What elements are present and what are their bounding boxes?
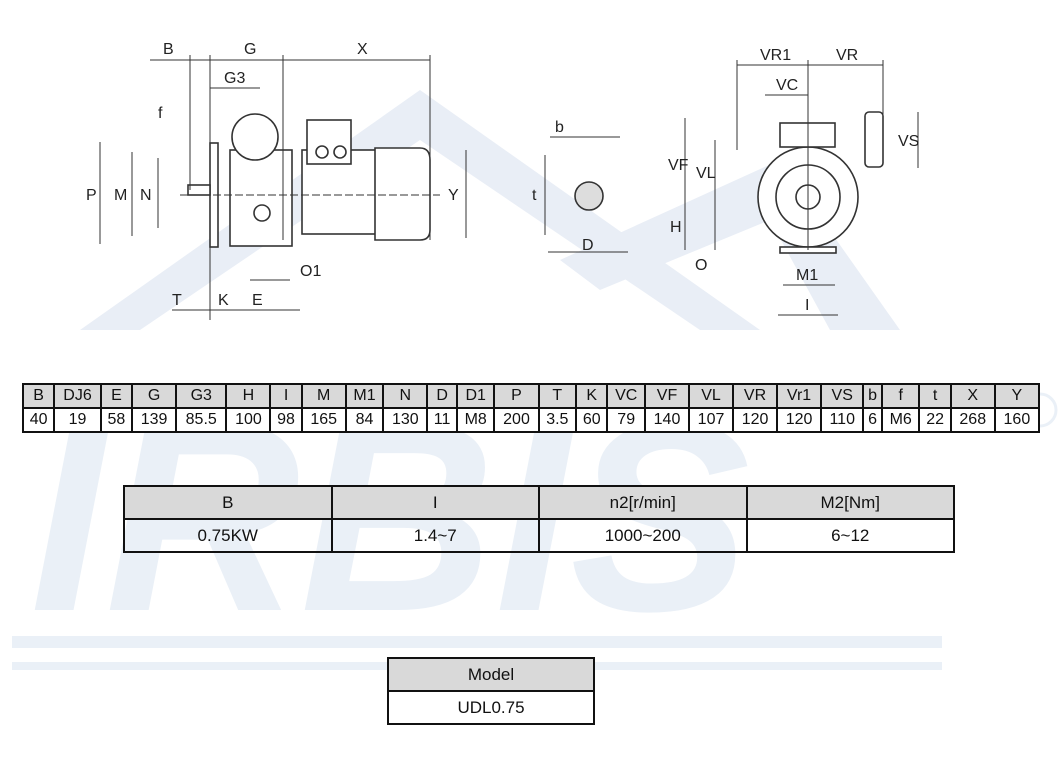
label-O1: O1 — [300, 263, 321, 280]
dimension-header-cell: E — [99, 383, 134, 409]
dimension-header-cell: T — [537, 383, 578, 409]
dimension-value-cell: 160 — [993, 407, 1041, 433]
dimension-header-cell: H — [225, 383, 272, 409]
dimension-header-cell: D — [426, 383, 458, 409]
label-VL: VL — [696, 165, 716, 182]
label-B: B — [163, 41, 174, 58]
dimension-value-cell: 120 — [776, 407, 823, 433]
label-VC: VC — [776, 77, 798, 94]
dimension-value-cell: 84 — [344, 407, 385, 433]
dimension-value-cell: 60 — [575, 407, 609, 433]
performance-value-cell: 6~12 — [745, 518, 955, 553]
dimension-value-cell: 3.5 — [537, 407, 578, 433]
dimension-value-cell: 11 — [426, 407, 458, 433]
label-O: O — [695, 257, 707, 274]
dimension-header-cell: N — [382, 383, 429, 409]
label-T: T — [172, 292, 182, 309]
performance-header-cell: B — [123, 485, 333, 520]
dimension-value-cell: 200 — [493, 407, 540, 433]
dimension-header-cell: VF — [643, 383, 691, 409]
dimension-value-cell: 58 — [99, 407, 134, 433]
dimension-value-cell: 100 — [225, 407, 272, 433]
label-G: G — [244, 41, 256, 58]
dimension-value-cell: 6 — [862, 407, 883, 433]
label-X: X — [357, 41, 368, 58]
dimension-header-cell: X — [949, 383, 996, 409]
dimension-value-cell: 130 — [382, 407, 429, 433]
dimension-value-cell: 85.5 — [175, 407, 228, 433]
label-VR: VR — [836, 47, 858, 64]
dimension-header-cell: b — [862, 383, 883, 409]
model-value: UDL0.75 — [387, 690, 595, 725]
dimension-value-cell: 165 — [300, 407, 347, 433]
performance-value-cell: 0.75KW — [123, 518, 333, 553]
label-D: D — [582, 237, 594, 254]
performance-header-cell: I — [330, 485, 540, 520]
model-table: Model UDL0.75 — [387, 657, 595, 725]
label-P: P — [86, 187, 97, 204]
label-VR1: VR1 — [760, 47, 791, 64]
label-VF: VF — [668, 157, 689, 174]
label-VS: VS — [898, 133, 919, 150]
dimension-header-cell: B — [21, 383, 56, 409]
dimension-value-cell: 19 — [53, 407, 102, 433]
model-header: Model — [387, 657, 595, 692]
dimension-value-cell: M6 — [880, 407, 921, 433]
dimension-header-cell: t — [918, 383, 952, 409]
dimension-value-cell: 268 — [949, 407, 996, 433]
dimension-value-cell: 98 — [269, 407, 303, 433]
dimension-header-cell: M1 — [344, 383, 385, 409]
label-H: H — [670, 219, 682, 236]
dimension-header-cell: G — [131, 383, 178, 409]
dimension-header-cell: P — [493, 383, 540, 409]
dimension-value-cell: 140 — [643, 407, 691, 433]
label-f: f — [158, 105, 163, 122]
label-K: K — [218, 292, 229, 309]
label-G3: G3 — [224, 70, 245, 87]
dimension-header-cell: D1 — [455, 383, 496, 409]
dimension-header-cell: VL — [688, 383, 735, 409]
dimension-header-cell: Y — [993, 383, 1041, 409]
label-M1: M1 — [796, 267, 818, 284]
dimension-header-cell: VC — [606, 383, 646, 409]
dimension-header-cell: M — [300, 383, 347, 409]
dimension-value-cell: 110 — [820, 407, 865, 433]
side-view: B G X G3 f P M N Y O1 T K E — [86, 41, 467, 320]
dimension-header-cell: Vr1 — [776, 383, 823, 409]
dimension-header-cell: G3 — [175, 383, 228, 409]
dimension-header-cell: VR — [732, 383, 779, 409]
label-b: b — [555, 119, 564, 136]
performance-value-cell: 1.4~7 — [330, 518, 540, 553]
label-E: E — [252, 292, 263, 309]
technical-drawing: B G X G3 f P M N Y O1 T K E b t D VR1 — [86, 41, 919, 320]
label-I: I — [805, 297, 809, 314]
dimension-value-cell: 79 — [606, 407, 646, 433]
dimension-value-cell: 40 — [21, 407, 56, 433]
dimension-value-cell: 107 — [688, 407, 735, 433]
dimension-value-cell: 139 — [131, 407, 178, 433]
dimension-header-cell: VS — [820, 383, 865, 409]
label-M: M — [114, 187, 127, 204]
dimension-value-cell: 120 — [732, 407, 779, 433]
dimension-header-cell: K — [575, 383, 609, 409]
dimension-value-cell: 22 — [918, 407, 952, 433]
dimension-value-cell: M8 — [455, 407, 496, 433]
dimension-header-cell: DJ6 — [53, 383, 102, 409]
performance-header-cell: M2[Nm] — [745, 485, 955, 520]
dimension-header-cell: f — [880, 383, 921, 409]
label-N: N — [140, 187, 152, 204]
shaft-section: b t D — [532, 119, 628, 254]
front-view: VR1 VR VC VF VL VS H O M1 I — [668, 47, 919, 316]
dimension-header-cell: I — [269, 383, 303, 409]
performance-header-cell: n2[r/min] — [538, 485, 748, 520]
label-Y: Y — [448, 187, 459, 204]
performance-value-cell: 1000~200 — [538, 518, 748, 553]
label-t: t — [532, 187, 537, 204]
